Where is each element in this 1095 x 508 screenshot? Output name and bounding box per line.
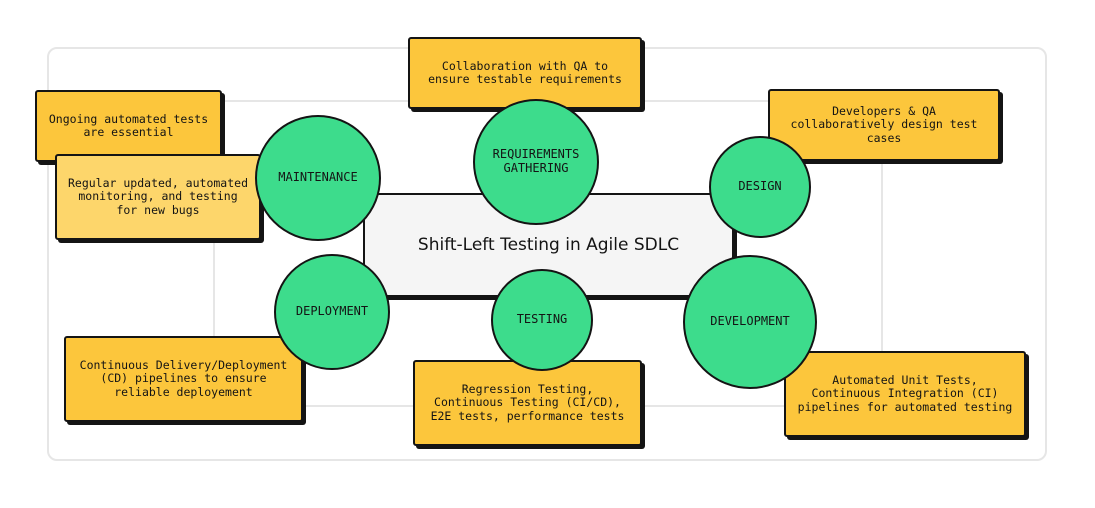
note-deployment: Continuous Delivery/Deployment (CD) pipe… <box>64 336 303 422</box>
note-maintenance-monitoring: Regular updated, automated monitoring, a… <box>55 154 261 240</box>
phase-design: DESIGN <box>709 136 811 238</box>
phase-development: DEVELOPMENT <box>683 255 817 389</box>
note-maintenance-ongoing: Ongoing automated tests are essential <box>35 90 222 162</box>
note-requirements: Collaboration with QA to ensure testable… <box>408 37 642 109</box>
note-development: Automated Unit Tests, Continuous Integra… <box>784 351 1026 437</box>
note-design: Developers & QA collaboratively design t… <box>768 89 1000 161</box>
note-testing: Regression Testing, Continuous Testing (… <box>413 360 642 446</box>
phase-testing: TESTING <box>491 269 593 371</box>
phase-maintenance: MAINTENANCE <box>255 115 381 241</box>
diagram-title-text: Shift-Left Testing in Agile SDLC <box>417 235 680 255</box>
phase-requirements-gathering: REQUIREMENTS GATHERING <box>473 99 599 225</box>
phase-deployment: DEPLOYMENT <box>274 254 390 370</box>
